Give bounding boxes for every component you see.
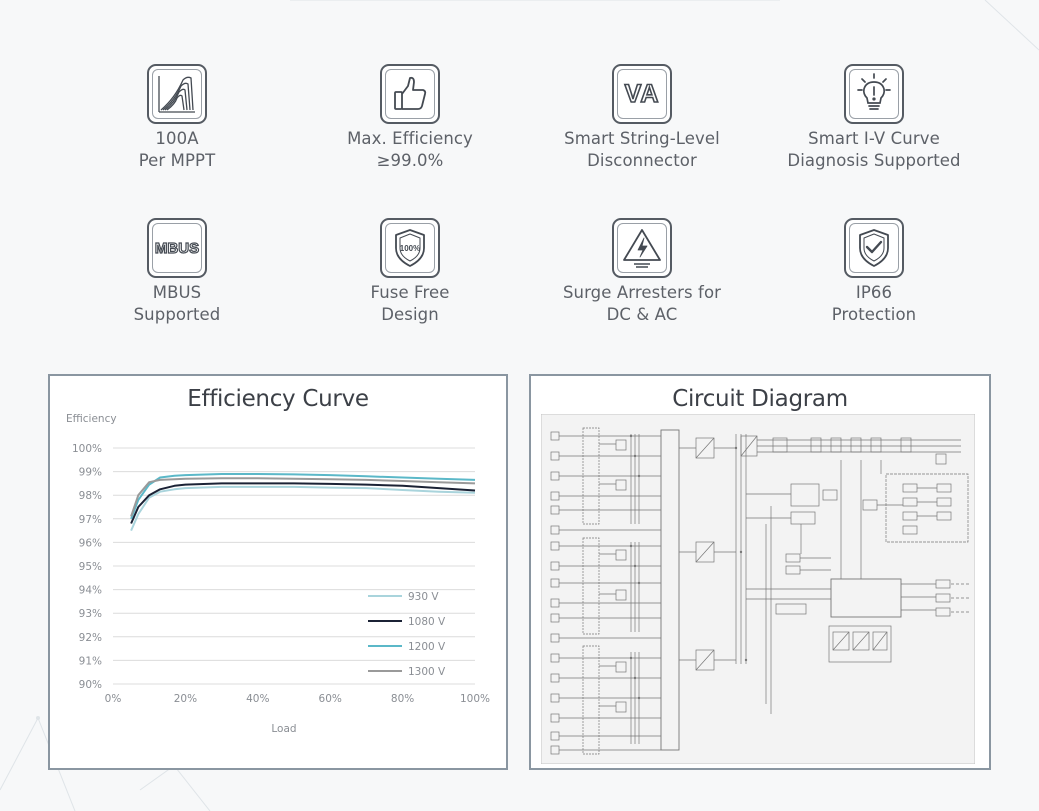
- efficiency-chart: Efficiency 90% 91% 92% 93% 94% 95% 96% 97% 98% 99%…: [66, 413, 490, 735]
- feature-label: Fuse Free Design: [370, 283, 450, 324]
- series-line: [130, 482, 476, 524]
- y-tick-label: 98%: [79, 490, 102, 502]
- shield-check-icon: [844, 218, 904, 278]
- efficiency-title: Efficiency Curve: [187, 386, 369, 412]
- feature-label: Smart String-Level Disconnector: [564, 129, 720, 170]
- y-tick-label: 95%: [79, 561, 102, 573]
- va-icon-text: VA: [624, 79, 660, 109]
- legend-label: 1200 V: [408, 641, 446, 653]
- feature-label: Smart I-V Curve Diagnosis Supported: [787, 129, 961, 170]
- x-axis-label: Load: [271, 723, 296, 735]
- feature-disconnector: VA Smart String-Level Disconnector: [532, 64, 752, 172]
- lightbulb-icon: [844, 64, 904, 124]
- y-tick-label: 93%: [79, 608, 102, 620]
- feature-label: 100A Per MPPT: [138, 129, 216, 170]
- legend-label: 1300 V: [408, 666, 446, 678]
- circuit-title: Circuit Diagram: [672, 386, 848, 412]
- mbus-icon: MBUS: [147, 218, 207, 278]
- x-tick-label: 40%: [246, 693, 269, 705]
- efficiency-panel: Efficiency Curve Efficiency 90% 91% 92% 93% 9…: [48, 374, 508, 770]
- series-line: [130, 477, 476, 517]
- y-tick-label: 100%: [72, 443, 102, 455]
- feature-ip66: IP66 Protection: [764, 218, 984, 326]
- circuit-diagram: [540, 413, 976, 765]
- feature-label: Max. Efficiency ≥99.0%: [347, 129, 473, 170]
- x-tick-label: 100%: [460, 693, 490, 705]
- feature-label: Surge Arresters for DC & AC: [562, 283, 722, 324]
- thumbs-up-icon: [380, 64, 440, 124]
- y-tick-label: 92%: [79, 632, 102, 644]
- circuit-panel: Circuit Diagram: [529, 374, 991, 770]
- legend-label: 1080 V: [408, 616, 446, 628]
- y-tick-label: 91%: [79, 655, 102, 667]
- shield-100-icon: 100%: [380, 218, 440, 278]
- feature-iv-diagnosis: Smart I-V Curve Diagnosis Supported: [764, 64, 984, 172]
- iv-curve-icon: [147, 64, 207, 124]
- y-tick-label: 97%: [79, 514, 102, 526]
- mbus-icon-text: MBUS: [154, 239, 200, 257]
- va-icon: VA: [612, 64, 672, 124]
- feature-mppt: 100A Per MPPT: [67, 64, 287, 172]
- shield-100-icon-text: 100%: [400, 244, 420, 253]
- legend-label: 930 V: [408, 591, 439, 603]
- feature-mbus: MBUS MBUS Supported: [67, 218, 287, 326]
- series-line: [130, 473, 476, 520]
- feature-label: MBUS Supported: [133, 283, 221, 324]
- feature-surge: Surge Arresters for DC & AC: [532, 218, 752, 326]
- x-tick-label: 0%: [105, 693, 122, 705]
- lightning-warning-icon: [612, 218, 672, 278]
- series-line: [130, 485, 476, 531]
- circuit-schematic: [540, 413, 976, 765]
- y-tick-label: 94%: [79, 585, 102, 597]
- y-tick-label: 90%: [79, 679, 102, 691]
- x-tick-label: 60%: [319, 693, 342, 705]
- feature-fuse-free: 100% Fuse Free Design: [300, 218, 520, 326]
- y-tick-label: 96%: [79, 537, 102, 549]
- x-tick-label: 80%: [391, 693, 414, 705]
- feature-efficiency: Max. Efficiency ≥99.0%: [300, 64, 520, 172]
- feature-label: IP66 Protection: [831, 283, 917, 324]
- y-tick-label: 99%: [79, 467, 102, 479]
- x-tick-label: 20%: [174, 693, 197, 705]
- y-axis-label: Efficiency: [66, 413, 117, 425]
